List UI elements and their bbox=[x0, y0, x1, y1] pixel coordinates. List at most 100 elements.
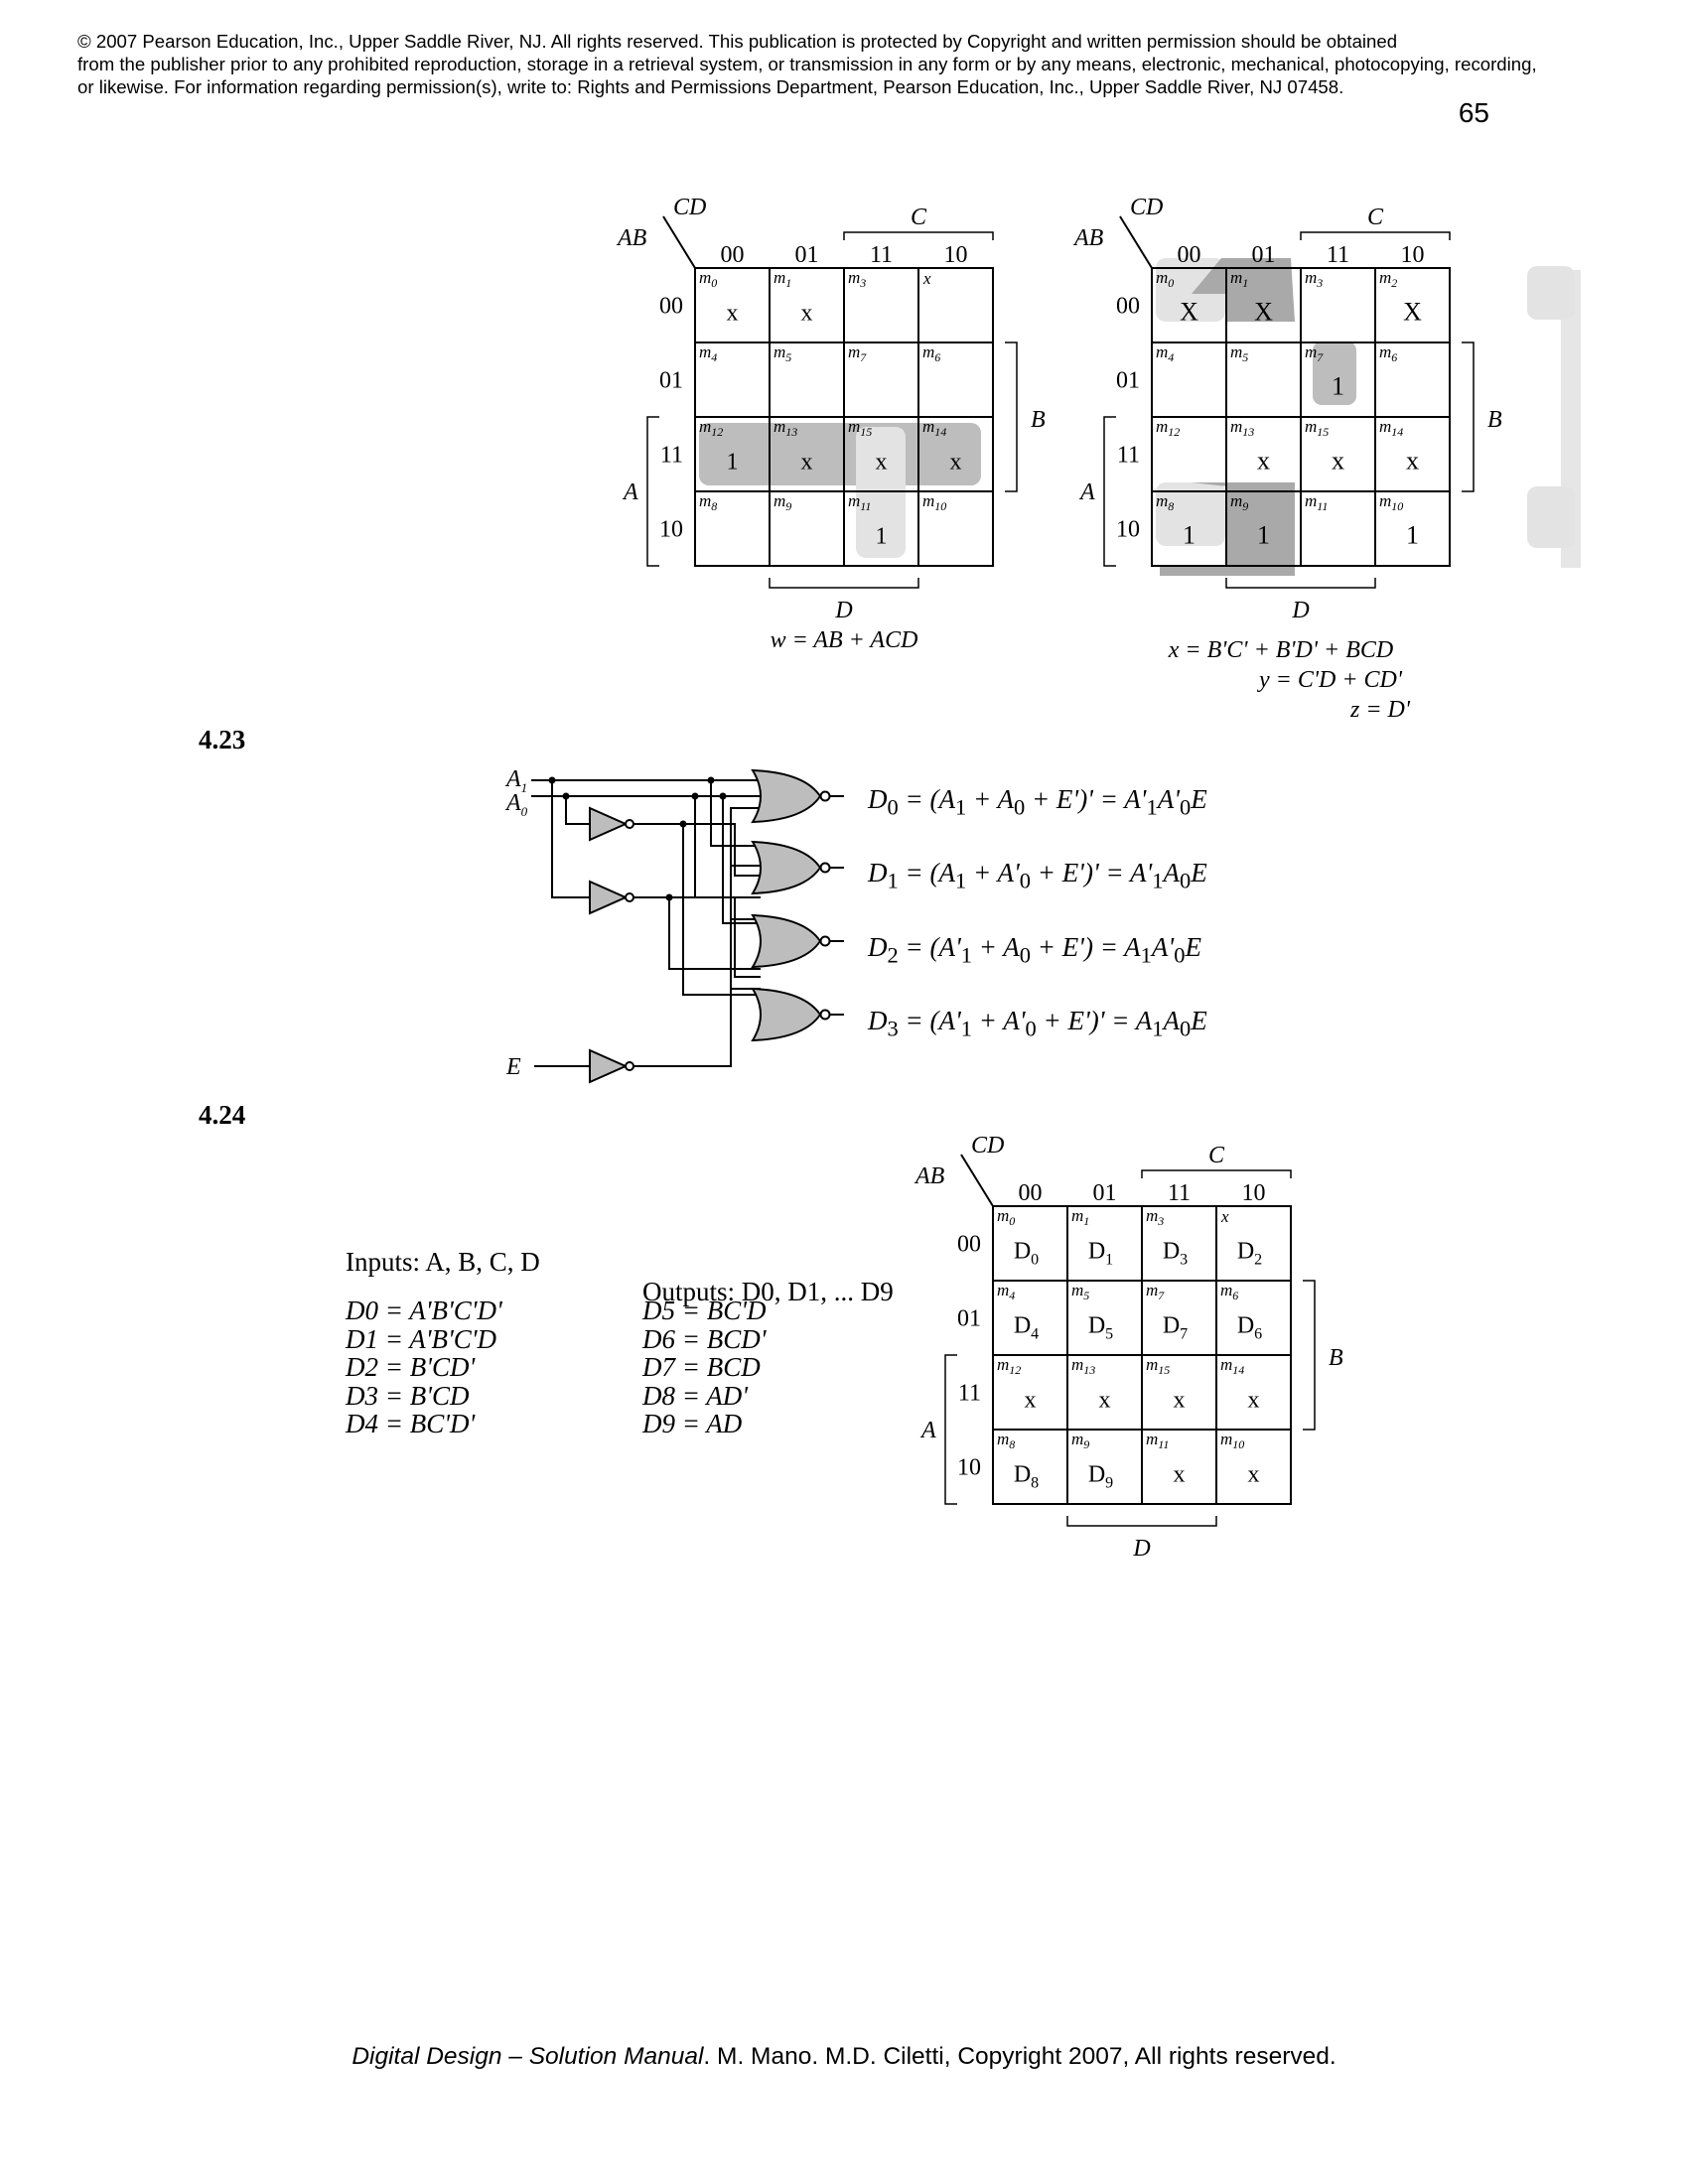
kmap-row-code: 11 bbox=[958, 1381, 981, 1407]
equations-left: D0 = A'B'C'D' D1 = A'B'C'D D2 = B'CD' D3… bbox=[346, 1297, 502, 1438]
copyright-line-1: © 2007 Pearson Education, Inc., Upper Sa… bbox=[77, 31, 1398, 52]
footer-title: Digital Design – Solution Manual bbox=[352, 2043, 704, 2070]
kmap-minterm-label: m10 bbox=[922, 491, 946, 513]
kmap-minterm-label: m15 bbox=[848, 417, 872, 439]
copyright-line-3: or likewise. For information regarding p… bbox=[77, 76, 1344, 97]
kmap-minterm-label: m4 bbox=[1156, 342, 1174, 364]
kmap-col-code: 11 bbox=[1327, 242, 1349, 268]
kmap-col-code: 00 bbox=[1019, 1180, 1043, 1206]
kmap-row-code: 00 bbox=[1116, 294, 1140, 320]
footer-rest: . M. Mano. M.D. Ciletti, Copyright 2007,… bbox=[703, 2043, 1336, 2070]
equations-right: D5 = BC'D D6 = BCD' D7 = BCD D8 = AD' D9… bbox=[642, 1297, 767, 1438]
kmap-cell-value: X bbox=[1403, 298, 1422, 327]
kmap-col-code: 01 bbox=[1093, 1180, 1117, 1206]
kmap-row-code: 11 bbox=[1117, 443, 1140, 469]
inverters bbox=[589, 806, 634, 1084]
kmap-var-ab: AB bbox=[1072, 225, 1104, 251]
footer: Digital Design – Solution Manual. M. Man… bbox=[0, 2043, 1688, 2071]
label-b: B bbox=[1329, 1345, 1343, 1371]
equation-x: x = B'C' + B'D' + BCD bbox=[1168, 637, 1393, 663]
bracket-b bbox=[1462, 341, 1475, 492]
kmap-minterm-label: m3 bbox=[848, 268, 866, 290]
kmap-cell-value: D6 bbox=[1237, 1313, 1262, 1343]
kmap-minterm-label: x bbox=[1220, 1207, 1229, 1226]
kmap-minterm-label: m14 bbox=[1379, 417, 1403, 439]
inputs-label: Inputs: A, B, C, D bbox=[346, 1247, 540, 1277]
equation-y: y = C'D + CD' bbox=[1257, 667, 1403, 693]
kmap-row-code: 11 bbox=[660, 443, 683, 469]
kmap-minterm-label: m5 bbox=[1071, 1281, 1089, 1302]
kmap-cell bbox=[1215, 1429, 1292, 1505]
kmap-cell-value: x bbox=[1248, 1388, 1260, 1414]
equation-d5: D5 = BC'D bbox=[642, 1296, 767, 1325]
label-c: C bbox=[1367, 205, 1384, 230]
kmap-minterm-label: m6 bbox=[1379, 342, 1397, 364]
problem-number-4-23: 4.23 bbox=[199, 725, 246, 754]
kmap-cell-value: D3 bbox=[1163, 1239, 1188, 1269]
copyright-notice: © 2007 Pearson Education, Inc., Upper Sa… bbox=[77, 30, 1626, 98]
input-e: E bbox=[505, 1054, 521, 1080]
kmap-cell-value: x bbox=[1248, 1462, 1260, 1488]
kmap-col-code: 10 bbox=[1242, 1180, 1266, 1206]
circuit-inputs: A1 A0 E bbox=[504, 766, 528, 1080]
kmap-col-code: 00 bbox=[721, 242, 745, 268]
kmap-cell-value: D8 bbox=[1014, 1462, 1039, 1492]
kmap-minterm-label: m2 bbox=[1379, 268, 1397, 290]
equation-d8: D8 = AD' bbox=[642, 1380, 748, 1411]
kmap-cell-value: 1 bbox=[1257, 521, 1270, 550]
kmap-col-code: 11 bbox=[1168, 1180, 1191, 1206]
wire-a0-g1 bbox=[722, 796, 761, 924]
kmap-minterm-label: x bbox=[922, 269, 931, 288]
kmap-row-code: 01 bbox=[957, 1306, 981, 1332]
kmap-minterm-label: m12 bbox=[1156, 417, 1180, 439]
kmap-minterm-label: m15 bbox=[1305, 417, 1329, 439]
kmap-cell-value: D7 bbox=[1163, 1313, 1188, 1343]
kmap-minterm-label: m13 bbox=[774, 417, 797, 439]
kmap-cell bbox=[917, 490, 994, 567]
group-bcd bbox=[1313, 341, 1356, 405]
kmap-cell-value: x bbox=[1332, 447, 1344, 476]
kmap-minterm-label: m11 bbox=[1146, 1430, 1169, 1451]
bracket-c bbox=[1141, 1169, 1292, 1178]
label-b: B bbox=[1031, 407, 1046, 433]
kmap-cell-value: x bbox=[876, 450, 888, 476]
bracket-a bbox=[1103, 416, 1116, 567]
group-bpdp-top-left bbox=[1156, 258, 1225, 322]
kmap-minterm-label: m8 bbox=[997, 1430, 1015, 1451]
kmap-cell-value: x bbox=[1025, 1388, 1037, 1414]
kmap-minterm-label: m4 bbox=[699, 342, 717, 364]
group-bpdp-bottom-right bbox=[1527, 486, 1575, 548]
wire-a1-down bbox=[551, 780, 590, 898]
label-a: A bbox=[1078, 479, 1095, 505]
wire-na0-tap bbox=[682, 824, 761, 996]
page-number: 65 bbox=[1458, 97, 1489, 128]
kmap-row-code: 00 bbox=[659, 294, 683, 320]
bracket-d bbox=[1066, 1516, 1217, 1527]
kmap-diagonal bbox=[662, 215, 696, 269]
equation-d7: D7 = BCD bbox=[642, 1352, 761, 1382]
inverter-a1 bbox=[589, 880, 634, 915]
equation-d1: D1 = A'B'C'D bbox=[346, 1323, 497, 1354]
kmap-minterm-label: m0 bbox=[997, 1206, 1015, 1228]
kmap-cell-value: x bbox=[950, 450, 962, 476]
kmap-minterm-label: m4 bbox=[997, 1281, 1015, 1302]
label-a: A bbox=[622, 479, 638, 505]
equation-w: w = AB + ACD bbox=[771, 627, 918, 653]
group-bpcp-top bbox=[1192, 258, 1295, 322]
kmap-minterm-label: m13 bbox=[1071, 1355, 1095, 1377]
kmap-row-code: 01 bbox=[659, 368, 683, 394]
kmap-cell-value: D0 bbox=[1014, 1239, 1039, 1269]
output-d0: D0 = (A1 + A0 + E')' = A'1A'0E bbox=[868, 784, 1207, 820]
group-bpdp-bottom-left bbox=[1156, 482, 1225, 546]
equation-d9: D9 = AD bbox=[642, 1409, 743, 1438]
kmap-cell-value: D4 bbox=[1014, 1313, 1039, 1343]
kmap-cell-value: D5 bbox=[1088, 1313, 1113, 1343]
label-a: A bbox=[919, 1418, 936, 1443]
label-d: D bbox=[834, 598, 852, 623]
kmap-row-code: 00 bbox=[957, 1232, 981, 1258]
kmap-minterm-label: m5 bbox=[774, 342, 791, 364]
kmap-cell-value: 1 bbox=[1332, 372, 1344, 401]
kmap-minterm-label: m15 bbox=[1146, 1355, 1170, 1377]
